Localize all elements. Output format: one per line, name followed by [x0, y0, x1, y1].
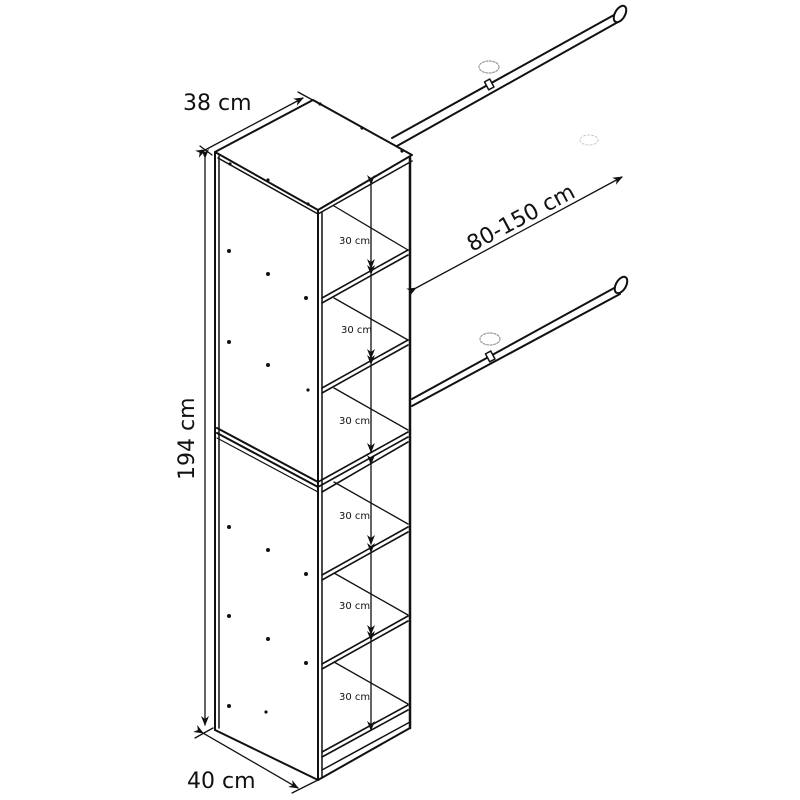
shelf-spacing-label: 30 cm: [341, 325, 372, 336]
shelf-spacing-label: 30 cm: [339, 236, 370, 247]
knob-icon: [479, 332, 501, 346]
shelf-spacing-label: 30 cm: [339, 601, 370, 612]
lower-rod: [411, 275, 629, 407]
shelves: [317, 205, 409, 758]
rod-length-label: 80-150 cm: [463, 180, 579, 258]
cabinet-top: [214, 99, 413, 215]
shelf-pin-holes: [227, 102, 404, 714]
depth-top-label: 38 cm: [183, 91, 252, 116]
shelf-spacing-label: 30 cm: [339, 511, 370, 522]
faint-knob: [579, 134, 599, 146]
upper-rod: [391, 4, 628, 147]
depth-bottom-label: 40 cm: [187, 769, 256, 794]
cabinet-left-side: [214, 151, 323, 781]
shelf-spacing-label: 30 cm: [339, 416, 370, 427]
height-label: 194 cm: [175, 397, 200, 480]
shelf-spacing-label: 30 cm: [339, 692, 370, 703]
dimension-lines: [193, 91, 623, 794]
knob-icon: [478, 60, 500, 74]
